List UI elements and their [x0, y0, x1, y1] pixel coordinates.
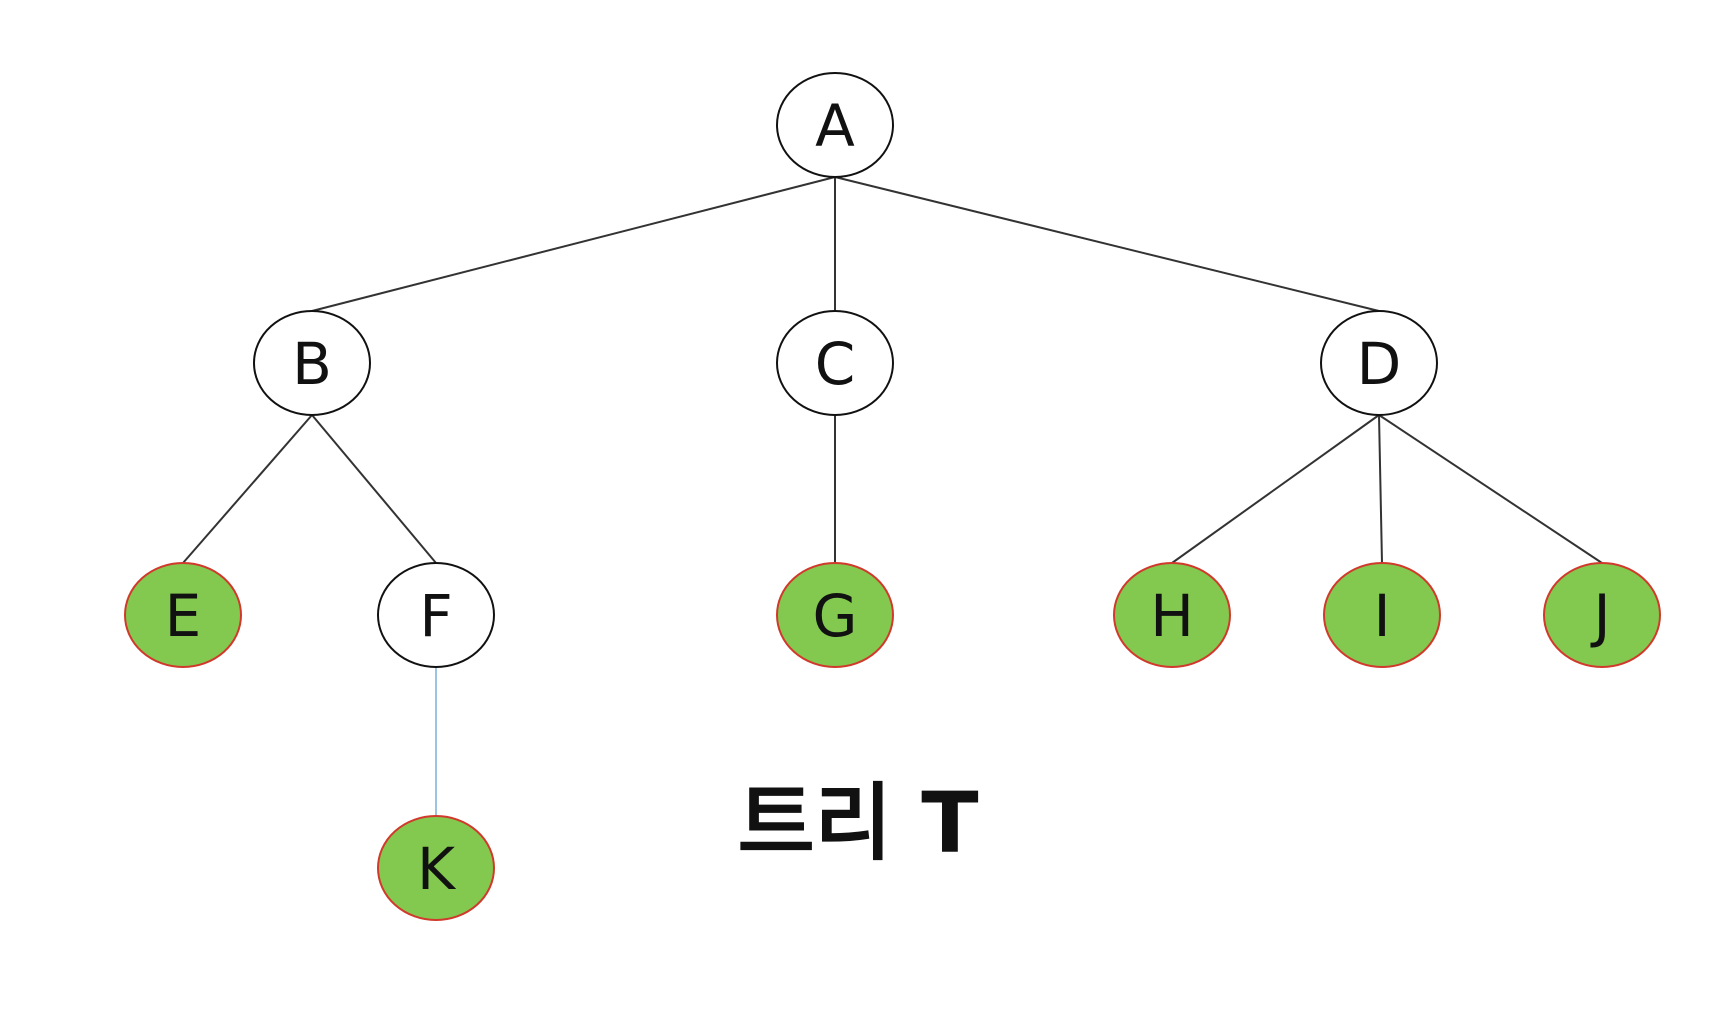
- edge-d-j: [1378, 414, 1603, 564]
- edge-b-e: [182, 414, 313, 564]
- leaf-node-circle-k: [377, 815, 495, 921]
- edge-a-b: [311, 176, 836, 312]
- leaf-node-circle-j: [1543, 562, 1661, 668]
- nodes-layer: A B C D E F G H I J K: [124, 72, 1661, 921]
- tree-node-c: C: [776, 310, 894, 416]
- tree-node-k: K: [377, 815, 495, 921]
- node-circle-d: [1320, 310, 1438, 416]
- tree-node-g: G: [776, 562, 894, 668]
- tree-node-f: F: [377, 562, 495, 668]
- edge-b-f: [311, 414, 437, 564]
- tree-node-i: I: [1323, 562, 1441, 668]
- tree-node-h: H: [1113, 562, 1231, 668]
- tree-node-b: B: [253, 310, 371, 416]
- node-label-d: D: [1357, 330, 1402, 398]
- node-label-f: F: [419, 582, 452, 650]
- tree-node-d: D: [1320, 310, 1438, 416]
- node-label-j: J: [1590, 582, 1610, 650]
- leaf-node-circle-i: [1323, 562, 1441, 668]
- edges-layer: [182, 176, 1603, 816]
- node-label-e: E: [165, 582, 202, 650]
- edge-a-d: [834, 176, 1380, 312]
- edge-d-h: [1171, 414, 1380, 564]
- node-circle-f: [377, 562, 495, 668]
- node-circle-a: [776, 72, 894, 178]
- diagram-caption: 트리 T: [737, 774, 978, 872]
- node-circle-b: [253, 310, 371, 416]
- tree-node-a: A: [776, 72, 894, 178]
- tree-node-j: J: [1543, 562, 1661, 668]
- node-label-g: G: [813, 582, 858, 650]
- node-circle-c: [776, 310, 894, 416]
- tree-node-e: E: [124, 562, 242, 668]
- node-label-h: H: [1150, 582, 1194, 650]
- node-label-i: I: [1373, 582, 1390, 650]
- edge-d-i: [1378, 414, 1383, 564]
- node-label-b: B: [292, 330, 332, 398]
- node-label-c: C: [815, 330, 856, 398]
- node-label-k: K: [417, 835, 457, 903]
- leaf-node-circle-g: [776, 562, 894, 668]
- node-label-a: A: [815, 92, 855, 160]
- leaf-node-circle-h: [1113, 562, 1231, 668]
- leaf-node-circle-e: [124, 562, 242, 668]
